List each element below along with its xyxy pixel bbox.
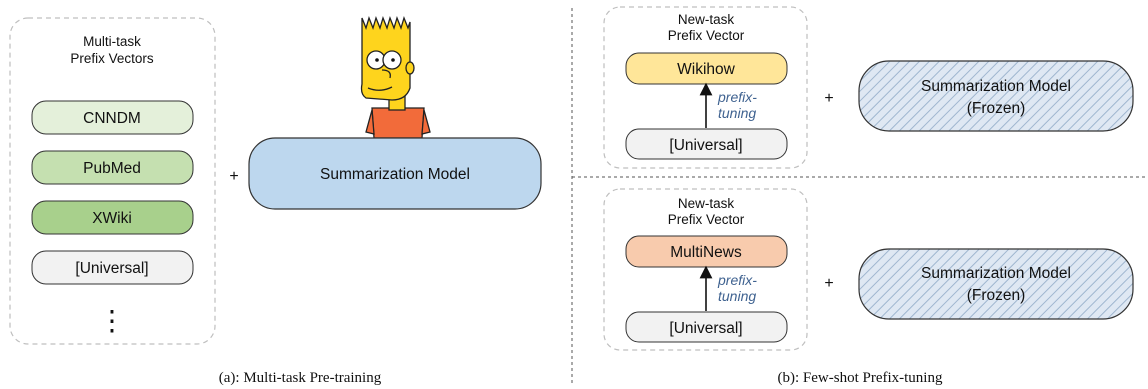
summarization-model-a: Summarization Model xyxy=(248,137,542,210)
new-task-header-bottom-line1: New-task xyxy=(678,196,735,211)
new-task-header-bottom-line2: Prefix Vector xyxy=(668,212,745,227)
universal-prefix-bottom: [Universal] xyxy=(625,311,788,343)
prefix-universal: [Universal] xyxy=(31,250,194,285)
summarization-model-frozen-bottom-line2: (Frozen) xyxy=(967,287,1026,304)
prefix-tuning-label-bottom-line2: tuning xyxy=(718,288,756,304)
new-task-header-top-line1: New-task xyxy=(678,12,735,27)
plus-sign-b-bottom: + xyxy=(824,275,833,292)
prefix-pubmed: PubMed xyxy=(31,150,194,185)
universal-prefix-bottom-label: [Universal] xyxy=(669,320,742,337)
prefix-tuning-label-top-line2: tuning xyxy=(718,105,756,121)
summarization-model-frozen-top-line1: Summarization Model xyxy=(921,78,1071,95)
task-prefix-wikihow-label: Wikihow xyxy=(677,61,736,78)
prefix-pubmed-label: PubMed xyxy=(83,160,141,177)
universal-prefix-top-label: [Universal] xyxy=(669,137,742,154)
summarization-model-frozen-bottom-line1: Summarization Model xyxy=(921,265,1071,282)
multitask-header-line2: Prefix Vectors xyxy=(70,51,154,66)
cartoon-character-icon xyxy=(360,16,431,139)
multitask-header-line1: Multi-task xyxy=(83,34,141,49)
prefix-xwiki: XWiki xyxy=(31,200,194,235)
prefix-tuning-label-bottom-line1: prefix- xyxy=(717,272,757,288)
prefix-xwiki-label: XWiki xyxy=(92,210,132,227)
prefix-tuning-label-top-line1: prefix- xyxy=(717,89,757,105)
prefix-cnndm: CNNDM xyxy=(31,100,194,135)
task-prefix-wikihow: Wikihow xyxy=(625,52,788,85)
panel-b-bottom: New-task Prefix Vector MultiNews prefix-… xyxy=(603,188,1134,386)
new-task-header-top-line2: Prefix Vector xyxy=(668,28,745,43)
panel-b-top: New-task Prefix Vector Wikihow prefix- t… xyxy=(603,6,1134,169)
caption-a: (a): Multi-task Pre-training xyxy=(219,370,382,386)
task-prefix-multinews: MultiNews xyxy=(625,235,788,268)
prefix-universal-label: [Universal] xyxy=(75,260,148,277)
universal-prefix-top: [Universal] xyxy=(625,128,788,160)
prefix-cnndm-label: CNNDM xyxy=(83,110,141,127)
plus-sign-a: + xyxy=(229,168,238,185)
summarization-model-frozen-top: Summarization Model (Frozen) xyxy=(858,60,1134,132)
summarization-model-frozen-top-line2: (Frozen) xyxy=(967,100,1026,117)
plus-sign-b-top: + xyxy=(824,90,833,107)
task-prefix-multinews-label: MultiNews xyxy=(670,244,742,261)
summarization-model-a-label: Summarization Model xyxy=(320,166,470,183)
ellipsis-icon: ⋮ xyxy=(98,304,126,337)
new-task-prefix-group-top xyxy=(603,6,808,169)
new-task-prefix-group-bottom xyxy=(603,188,808,351)
caption-b: (b): Few-shot Prefix-tuning xyxy=(778,370,943,386)
multitask-prefix-group xyxy=(9,17,216,345)
summarization-model-frozen-bottom: Summarization Model (Frozen) xyxy=(858,248,1134,320)
panel-a: Multi-task Prefix Vectors CNNDM PubMed X… xyxy=(9,16,542,386)
